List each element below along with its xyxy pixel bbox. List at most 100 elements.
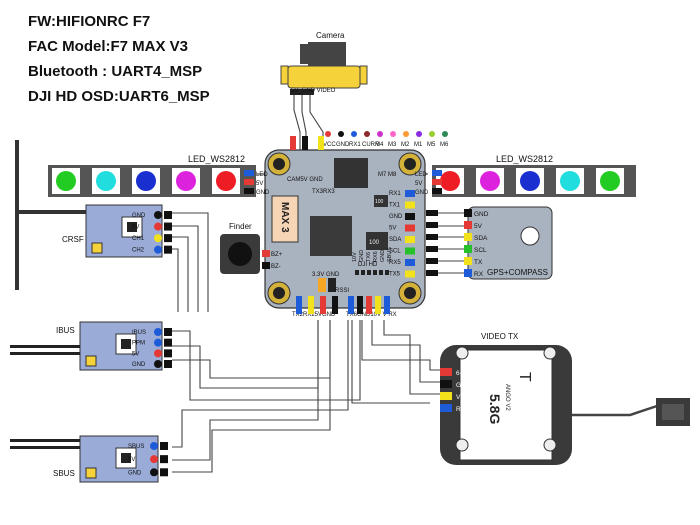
gps-pad: [464, 233, 472, 241]
camera-body: [287, 65, 361, 89]
gps-pad: [464, 257, 472, 265]
gps-wire-plug: [426, 270, 438, 276]
ibus-button-icon: [121, 339, 131, 349]
sbus-antenna-1: [10, 439, 80, 442]
fc-right-pad: [405, 224, 415, 232]
gps-wire-plug: [426, 210, 438, 216]
vtx-antenna-cable: [572, 403, 661, 417]
sbus-pin: [150, 442, 158, 450]
fc-top-pin-dot: [325, 131, 331, 137]
crsf-pin: [154, 245, 162, 254]
fc-left-pad: [244, 170, 254, 176]
fc-right-pad: [405, 259, 415, 266]
fc-top-pin-dot: [390, 131, 396, 137]
fc-cam-pad-gnd: [302, 136, 308, 150]
camera-pins-label: 5V_GND VIDEO: [291, 88, 336, 94]
wire-ibus: [172, 320, 361, 401]
flight-controller: MAX 3 100 100 3.3V GND DJI HD RSSI CAM5V…: [264, 149, 426, 318]
crsf-pin: [154, 211, 162, 219]
crsf-pin-label: CH1: [132, 236, 145, 242]
fc-top-pin-label: VCC: [323, 142, 336, 148]
ibus-title: IBUS: [56, 326, 75, 335]
bluetooth-label: Bluetooth : UART4_MSP: [28, 63, 203, 80]
wire-crsf-5v: [172, 225, 199, 312]
ibus-pin: [154, 328, 162, 336]
crsf-plug: [164, 234, 172, 243]
wire-sbus-gnd: [172, 320, 331, 473]
ibus-plug: [164, 349, 172, 358]
gps-pin-label: GND: [474, 211, 489, 218]
right-led-icon: [560, 171, 580, 191]
fc-right-pad-label: RX5: [389, 260, 401, 266]
wire-vtx-power: [361, 320, 440, 371]
fc-buzzer-pad: [262, 250, 270, 257]
fc-right-pad-label: 5V: [389, 226, 396, 232]
fc-dji-pin-label: GND: [359, 250, 365, 262]
fc-bottom-right-pad: [366, 296, 372, 314]
crsf-plug: [164, 211, 172, 219]
left-led-icon: [136, 171, 156, 191]
fc-left-pad: [244, 179, 254, 185]
fc-top-pin-label: M4: [375, 142, 384, 148]
vtx-brand: T: [516, 372, 533, 382]
fc-chip-small: [366, 232, 388, 250]
sbus-pin-label: GND: [128, 470, 142, 476]
fc-right-pad-label: GND: [389, 214, 403, 220]
crsf-plug: [164, 222, 172, 231]
right-led-icon: [520, 171, 540, 191]
fc-dji-pad: [385, 270, 389, 275]
gps-board: [467, 206, 553, 280]
vtx-model: ANGO V2: [504, 384, 510, 411]
fc-right-pad-label: SCL: [389, 249, 401, 255]
ibus-pin-label: 5V: [132, 351, 139, 357]
led-left-title: LED_WS2812: [188, 154, 245, 164]
ibus-plug: [164, 338, 172, 347]
fc-dji-pad: [355, 270, 359, 275]
sbus-title: SBUS: [53, 469, 75, 478]
fc-cam-pad-video: [318, 136, 324, 150]
fc-bottom-right-pad: [384, 296, 390, 314]
fc-top-pin-label: M2: [401, 142, 410, 148]
fc-dji-pin-label: TX6: [366, 252, 372, 262]
crsf-antenna-connector: [91, 242, 103, 254]
fc-dji-pin-label: 10V: [352, 252, 358, 262]
fc-buzzer-pins: BZ+BZ-: [262, 250, 283, 270]
crsf-pin: [154, 234, 162, 243]
fc-bottom-left-pad: [332, 296, 338, 314]
fc-right-pad: [405, 201, 415, 209]
gps-wire-plug: [426, 234, 438, 240]
led-right-title: LED_WS2812: [496, 154, 553, 164]
fc-bottom-right-pad: [348, 296, 354, 314]
fc-cam-pad-5v: [290, 136, 296, 150]
fc-pad-33gnd: [328, 278, 336, 292]
sbus-plug: [160, 442, 168, 450]
ibus-pin: [154, 338, 162, 347]
right-led-icon: [600, 171, 620, 191]
fc-left-pad-label: 5V: [256, 181, 263, 187]
fc-left-pad-label: LED: [256, 172, 268, 178]
vtx-pad: [440, 368, 452, 376]
fc-dji-pad: [361, 270, 365, 275]
right-led-icon: [440, 171, 460, 191]
fc-right-pad: [405, 213, 415, 220]
camera-connector: [290, 89, 314, 95]
vtx-pad: [440, 380, 452, 388]
fc-right-pad: [405, 270, 415, 278]
right-led-icon: [480, 171, 500, 191]
vtx-title: VIDEO TX: [481, 332, 519, 341]
crsf-title: CRSF: [62, 235, 84, 244]
fc-bottom-right-label: TX6GND10V V RX: [346, 312, 397, 318]
vtx-pin-label: RXD: [456, 406, 470, 413]
fc-right-top-pad-label: LED: [415, 172, 427, 178]
fc-dji-pin-label: SBUS: [387, 247, 393, 262]
fc-top-pin-dot: [416, 131, 422, 137]
wire-sbus: [172, 320, 349, 448]
finder-speaker-icon: [228, 242, 252, 266]
sbus-pin-label: 5V: [128, 457, 135, 463]
wire-ibus-gnd: [172, 320, 331, 379]
